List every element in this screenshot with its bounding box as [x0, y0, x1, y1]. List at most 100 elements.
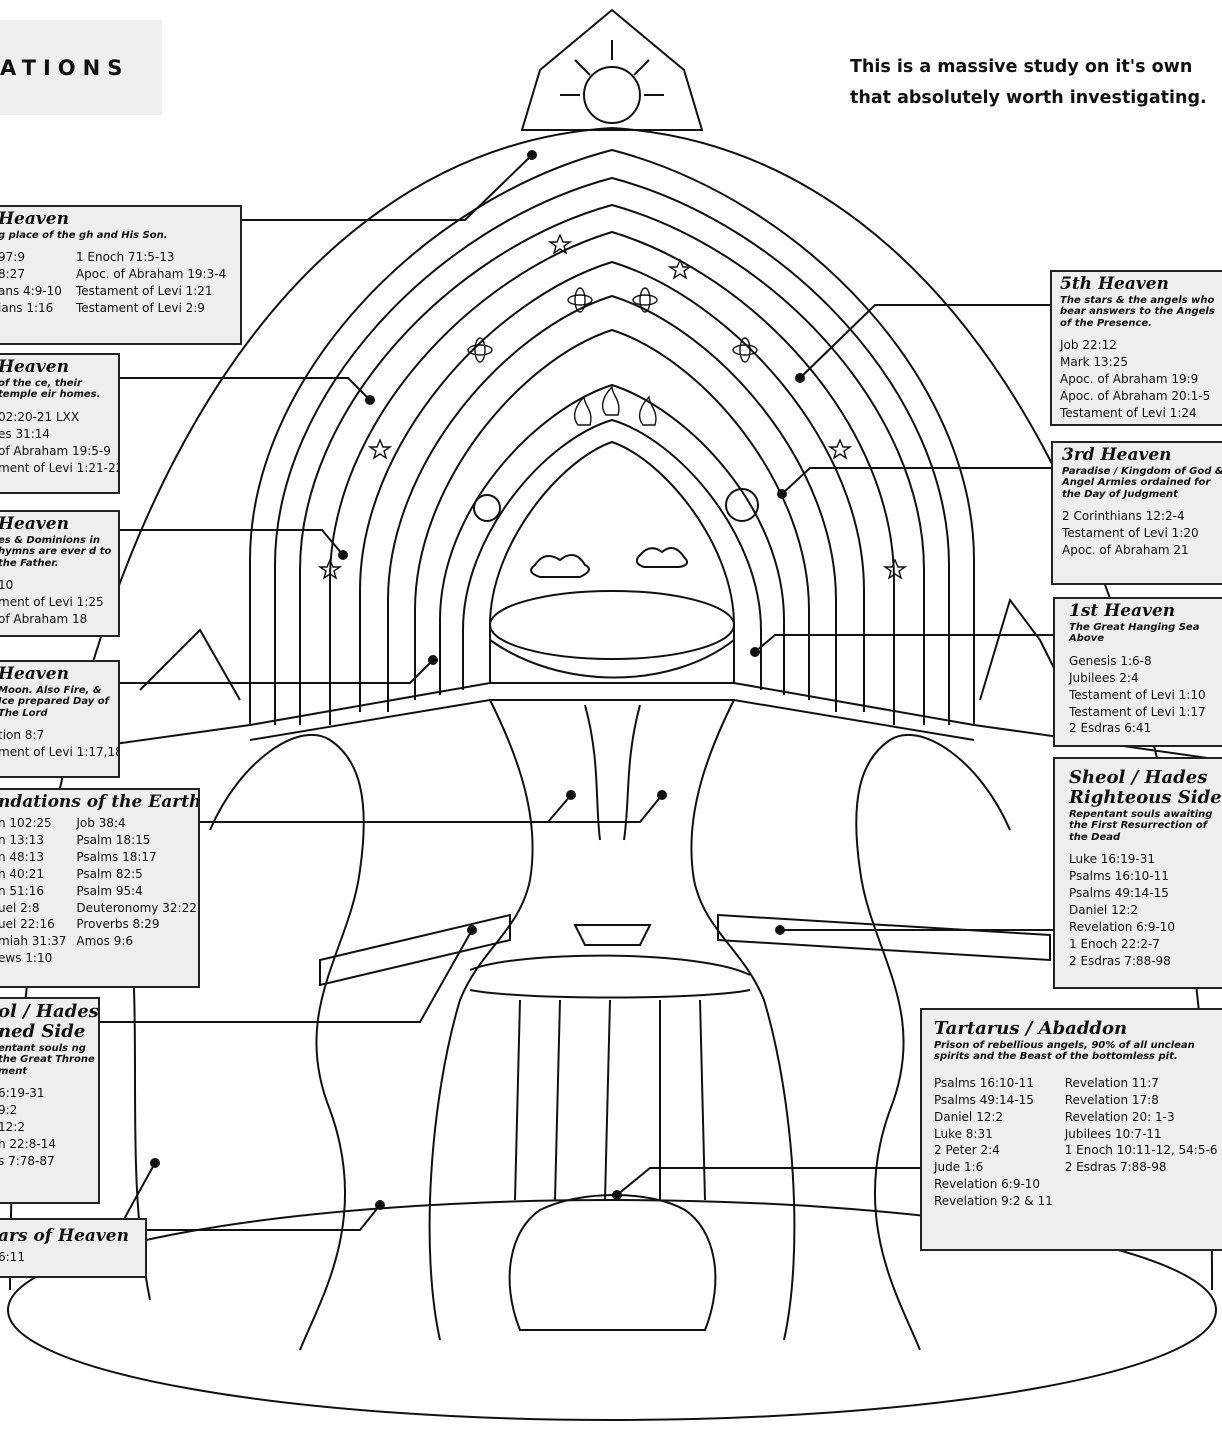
box-title: Heaven	[0, 516, 118, 533]
reference: ment of Levi 1:25	[0, 594, 118, 611]
reference: Apoc. of Abraham 20:1-5	[1060, 388, 1222, 405]
reference: of Abraham 18	[0, 611, 118, 628]
reference: 10	[0, 577, 118, 594]
reference-list: 6:19-31 9:2 12:2 h 22:8-14 s 7:78-87	[0, 1085, 98, 1170]
box-description: g place of the gh and His Son.	[0, 230, 240, 241]
reference-list-1: 97:9 8:27 ans 4:9-10 ians 1:16	[0, 249, 62, 317]
reference: Amos 9:6	[76, 933, 196, 950]
reference: Psalm 82:5	[76, 866, 196, 883]
box-heaven-3: 3rd Heaven Paradise / Kingdom of God & A…	[1051, 441, 1222, 585]
box-title: 1st Heaven	[1069, 603, 1222, 620]
connector-4th	[118, 530, 343, 555]
tartarus-pit	[510, 1195, 716, 1330]
hanging-sea	[490, 591, 734, 659]
reference-list-2: Revelation 11:7 Revelation 17:8 Revelati…	[1065, 1075, 1218, 1210]
connector-1st	[755, 635, 1053, 652]
box-title: Tartarus / Abaddon	[934, 1020, 1222, 1038]
reference: 9:2	[0, 1102, 98, 1119]
central-pillar	[430, 700, 533, 1340]
reference: Proverbs 8:29	[76, 916, 196, 933]
box-title: 3rd Heaven	[1062, 447, 1222, 464]
reference-list-1: Psalms 16:10-11 Psalms 49:14-15 Daniel 1…	[934, 1075, 1053, 1210]
reference-list-2: Job 38:4 Psalm 18:15 Psalms 18:17 Psalm …	[76, 815, 196, 967]
reference: Daniel 12:2	[934, 1109, 1053, 1126]
arch-6	[300, 205, 924, 725]
connector-pillars	[118, 1163, 380, 1230]
connector-3rd	[782, 468, 1051, 494]
reference: 2 Esdras 7:88-98	[1065, 1159, 1218, 1176]
box-title: 5th Heaven	[1060, 276, 1222, 293]
reference: 6:11	[0, 1249, 145, 1266]
page-title: ATIONS	[0, 56, 129, 80]
reference: ews 1:10	[0, 950, 66, 967]
box-title: ars of Heaven	[0, 1228, 145, 1245]
box-sheol-damned: ol / Hades ned Side entant souls ng the …	[0, 997, 100, 1204]
reference: Luke 16:19-31	[1069, 851, 1222, 868]
reference: Genesis 1:6-8	[1069, 653, 1222, 670]
connector-foundations	[198, 795, 662, 822]
reference-list: 02:20-21 LXX es 31:14 of Abraham 19:5-9 …	[0, 409, 118, 477]
box-title: Heaven	[0, 359, 118, 376]
reference: Revelation 6:9-10	[934, 1176, 1053, 1193]
reference: Testament of Levi 1:24	[1060, 405, 1222, 422]
reference-list-1: n 102:25 n 13:13 n 48:13 n 40:21 n 51:16…	[0, 815, 66, 967]
reference: 2 Esdras 7:88-98	[1069, 953, 1222, 970]
reference: Psalm 95:4	[76, 883, 196, 900]
reference-list-2: 1 Enoch 71:5-13 Apoc. of Abraham 19:3-4 …	[76, 249, 226, 317]
box-description: Moon. Also Fire, & Ice prepared Day of T…	[0, 685, 118, 719]
connector-7th	[240, 155, 532, 220]
reference: Mark 13:25	[1060, 354, 1222, 371]
reference: es 31:14	[0, 426, 118, 443]
box-description: of the ce, their temple eir homes.	[0, 378, 118, 401]
reference-list: tion 8:7 ment of Levi 1:17,18	[0, 727, 118, 761]
box-description: es & Dominions in hymns are ever d to th…	[0, 535, 118, 569]
reference: 2 Esdras 6:41	[1069, 720, 1222, 737]
box-title-line1: Sheol / Hades	[1069, 769, 1222, 787]
reference: n 48:13	[0, 849, 66, 866]
reference-list: 10 ment of Levi 1:25 of Abraham 18	[0, 577, 118, 628]
reference: Job 38:4	[76, 815, 196, 832]
reference: 6:19-31	[0, 1085, 98, 1102]
box-sheol-righteous: Sheol / Hades Righteous Side Repentant s…	[1053, 757, 1222, 989]
box-description: The stars & the angels who bear answers …	[1060, 295, 1222, 329]
reference: 2 Peter 2:4	[934, 1142, 1053, 1159]
box-description: entant souls ng the Great Throne ment	[0, 1043, 98, 1077]
reference: Revelation 11:7	[1065, 1075, 1218, 1092]
reference: Apoc. of Abraham 19:3-4	[76, 266, 226, 283]
reference: 2 Corinthians 12:2-4	[1062, 508, 1222, 525]
reference: Deuteronomy 32:22	[76, 900, 196, 917]
left-pillar	[210, 735, 364, 1350]
box-heaven-6: Heaven of the ce, their temple eir homes…	[0, 353, 120, 494]
reference: Psalms 16:10-11	[1069, 868, 1222, 885]
box-title-line2: ned Side	[0, 1023, 98, 1041]
reference-list: Genesis 1:6-8 Jubilees 2:4 Testament of …	[1069, 653, 1222, 738]
reference: 1 Enoch 22:2-7	[1069, 936, 1222, 953]
connector-6th	[118, 378, 370, 400]
reference: Luke 8:31	[934, 1126, 1053, 1143]
reference: Revelation 20: 1-3	[1065, 1109, 1218, 1126]
box-heaven-7: Heaven g place of the gh and His Son. 97…	[0, 205, 242, 345]
reference: Revelation 9:2 & 11	[934, 1193, 1053, 1210]
reference-list: Job 22:12 Mark 13:25 Apoc. of Abraham 19…	[1060, 337, 1222, 422]
reference: Daniel 12:2	[1069, 902, 1222, 919]
throne-crown	[522, 10, 702, 130]
reference: 12:2	[0, 1119, 98, 1136]
reference: Testament of Levi 1:21	[76, 283, 226, 300]
reference: Testament of Levi 1:20	[1062, 525, 1222, 542]
reference: Jubilees 2:4	[1069, 670, 1222, 687]
reference: Testament of Levi 1:17	[1069, 704, 1222, 721]
reference: miah 31:37	[0, 933, 66, 950]
reference: Psalms 16:10-11	[934, 1075, 1053, 1092]
reference: Testament of Levi 1:10	[1069, 687, 1222, 704]
reference: ment of Levi 1:17,18	[0, 744, 118, 761]
reference: 02:20-21 LXX	[0, 409, 118, 426]
reference: n 51:16	[0, 883, 66, 900]
left-ledge	[320, 915, 510, 985]
reference: uel 22:16	[0, 916, 66, 933]
reference: Job 22:12	[1060, 337, 1222, 354]
reference: Testament of Levi 2:9	[76, 300, 226, 317]
reference: 1 Enoch 71:5-13	[76, 249, 226, 266]
box-description: The Great Hanging Sea Above	[1069, 622, 1222, 645]
reference-list: 2 Corinthians 12:2-4 Testament of Levi 1…	[1062, 508, 1222, 559]
reference: h 22:8-14	[0, 1136, 98, 1153]
